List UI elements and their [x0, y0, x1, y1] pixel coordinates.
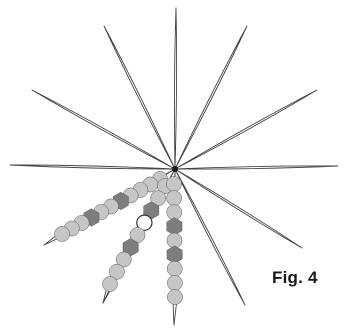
round-bead: [167, 275, 182, 290]
round-bead: [167, 191, 182, 206]
wire-spoke: [174, 8, 176, 169]
beaded-strands: [44, 171, 183, 325]
wire-spoke: [104, 26, 175, 169]
hex-bead: [167, 218, 182, 236]
round-bead: [166, 176, 181, 191]
round-bead: [102, 276, 117, 291]
wire-spoke: [10, 165, 175, 169]
round-bead: [54, 226, 69, 241]
round-bead: [167, 289, 182, 304]
wire-spoke: [175, 90, 317, 169]
hex-bead: [167, 246, 182, 264]
round-bead: [167, 261, 182, 276]
center-knot: [172, 166, 178, 172]
wire-spoke: [175, 26, 247, 169]
right-strand: [166, 176, 182, 325]
figure-caption: Fig. 4: [272, 268, 318, 288]
wire-spoke: [32, 90, 175, 169]
wire-spoke: [175, 166, 338, 169]
